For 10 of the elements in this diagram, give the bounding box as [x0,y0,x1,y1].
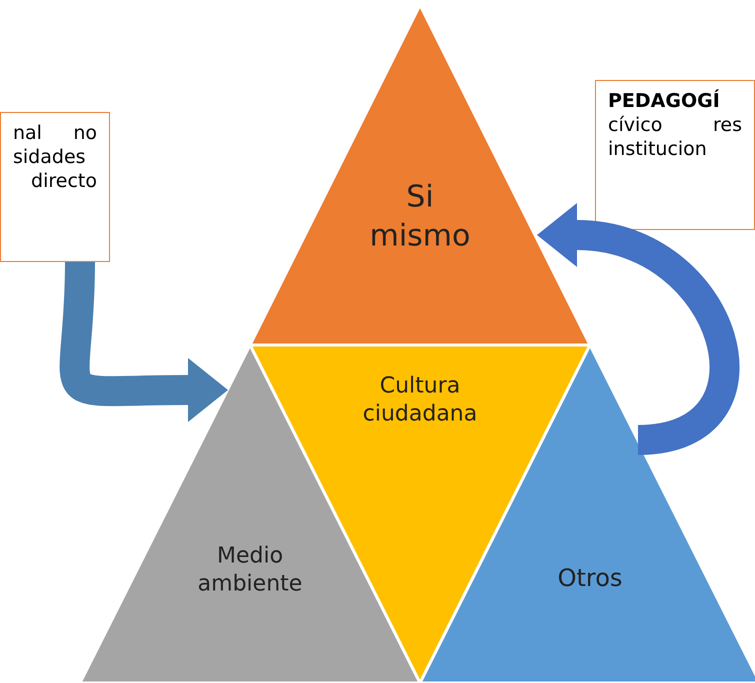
curved-arrow [60,262,228,422]
label-text: Otros [556,562,624,594]
text-box [0,112,110,262]
triangle-segment [250,5,590,345]
label-text: Cultura ciudadana [362,372,478,430]
label-text: Si mismo [368,178,472,256]
text-box [595,80,755,230]
label-text: nal no sidades directo [13,121,97,193]
label-text: PEDAGOGÍ cívico res institucion [608,89,742,161]
label-text: Medio ambiente [196,542,304,600]
